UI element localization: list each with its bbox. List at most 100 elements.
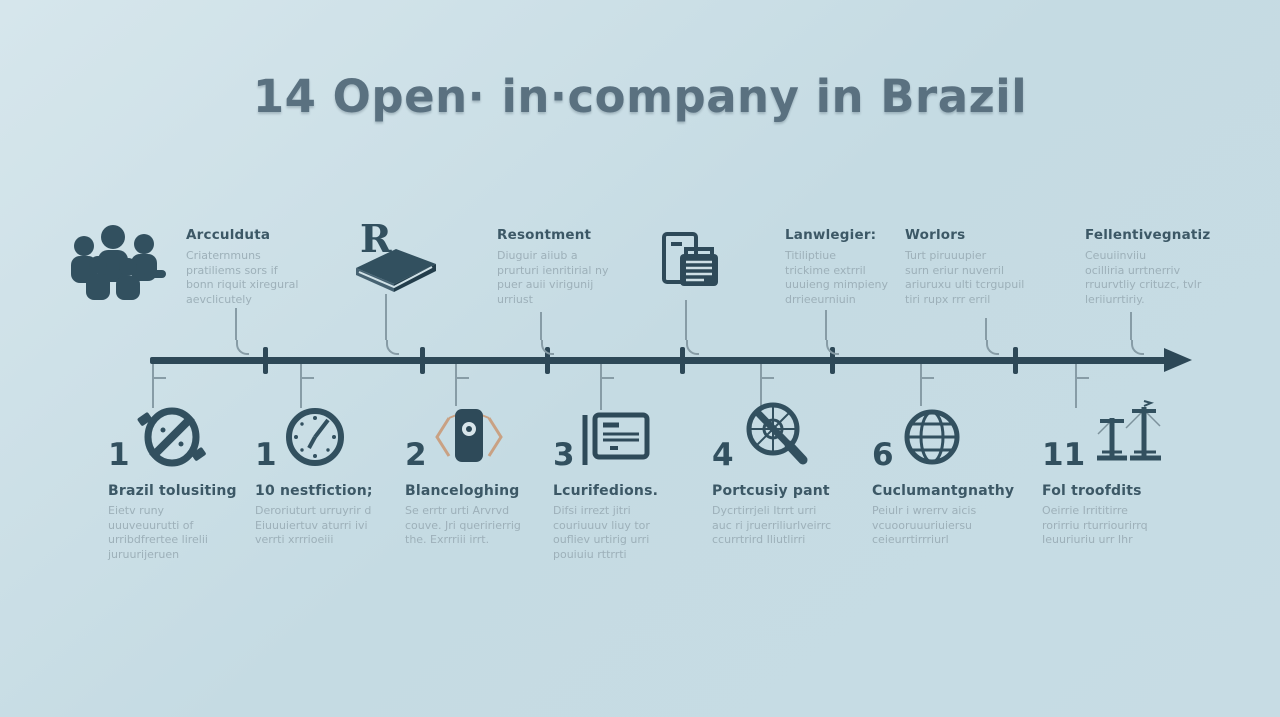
step-header: 6 bbox=[872, 406, 1022, 470]
timeline-arrowhead-icon bbox=[1164, 348, 1192, 372]
body-line: drrieeurniuin bbox=[785, 292, 856, 306]
body-line: Ceuuiinviiu bbox=[1085, 249, 1147, 262]
connector-foot bbox=[154, 377, 166, 379]
body-line: Turt piruuupier bbox=[905, 249, 987, 262]
body-line: Criaternmuns bbox=[186, 249, 261, 262]
timeline-axis bbox=[150, 357, 1172, 364]
page-title: 14 Open· in·company in Brazil bbox=[252, 70, 1028, 123]
body-line: surn eriur nuverril bbox=[905, 263, 1005, 277]
body-line: aevclicutely bbox=[186, 292, 252, 306]
connector-hook bbox=[1131, 340, 1144, 355]
step-number: 3 bbox=[553, 436, 575, 473]
book-r-icon: R bbox=[348, 216, 442, 298]
step-header: 2 bbox=[405, 406, 545, 470]
body-line: urribdfrertee lirelii bbox=[108, 533, 208, 546]
compass-icon bbox=[135, 400, 207, 470]
people-group-icon bbox=[60, 224, 172, 304]
step-heading: Lcurifedions. bbox=[553, 483, 659, 499]
globe-icon bbox=[899, 404, 965, 470]
body-line: Titiliptiue bbox=[785, 249, 837, 262]
step-heading: Blanceloghing bbox=[405, 483, 520, 499]
connector-hook bbox=[236, 340, 249, 355]
step-heading: Portcusiy pant bbox=[712, 483, 830, 499]
timeline-step-1: 1 Brazil tolusiting Eietv runy uuuveuuru… bbox=[108, 406, 256, 562]
timeline-tick bbox=[263, 347, 268, 374]
top-item-5: Fellentivegnatiz Ceuuiinviiu ocilliria u… bbox=[1085, 227, 1215, 307]
connector-line bbox=[1075, 364, 1077, 408]
top-item-4: Worlors Turt piruuupier surn eriur nuver… bbox=[905, 227, 1030, 307]
body-line: the. Exrrriii irrt. bbox=[405, 533, 490, 546]
step-heading: 10 nestfiction; bbox=[255, 483, 373, 499]
step-heading: Brazil tolusiting bbox=[108, 483, 237, 499]
body-line: ocilliria urrtnerriv bbox=[1085, 263, 1181, 277]
connector-line bbox=[920, 364, 922, 406]
body-line: couriuuuv liuy tor bbox=[553, 518, 650, 532]
wheel-magnifier-icon bbox=[739, 398, 813, 470]
step-header: 11 bbox=[1042, 400, 1192, 473]
timeline-step-4: 3 Lcurifedions. Difsi irrezt jitri couri… bbox=[553, 406, 698, 562]
body-line: puer auii virigunij bbox=[497, 278, 594, 291]
body-line: Diuguir aiiub a bbox=[497, 249, 578, 262]
timeline-step-7: 11 Fol troofdits bbox=[1042, 400, 1192, 548]
connector-line bbox=[152, 364, 154, 408]
step-header: 3 bbox=[553, 406, 698, 470]
body-line: rorirriu rturriourirrq bbox=[1042, 518, 1148, 532]
step-heading: Cuclumantgnathy bbox=[872, 483, 1015, 499]
body-line: bonn riquit xiregural bbox=[186, 278, 299, 291]
step-header: 1 bbox=[255, 406, 400, 470]
step-number: 6 bbox=[872, 436, 894, 473]
body-line: uuuveuurutti of bbox=[108, 518, 194, 532]
connector-line bbox=[1130, 312, 1132, 340]
step-header: 1 bbox=[108, 406, 256, 470]
timeline-tick bbox=[830, 347, 835, 374]
step-number: 1 bbox=[255, 436, 277, 473]
top-item-heading: Lanwlegier: bbox=[785, 227, 877, 243]
connector-line bbox=[825, 310, 827, 340]
body-line: Eietv runy bbox=[108, 504, 165, 517]
body-line: Peiulr i wrerrv aicis bbox=[872, 504, 977, 517]
body-line: couve. Jri queririerrig bbox=[405, 518, 521, 532]
body-line: urriust bbox=[497, 292, 533, 306]
connector-hook bbox=[386, 340, 399, 355]
connector-line bbox=[455, 364, 457, 406]
timeline-tick bbox=[680, 347, 685, 374]
top-item-heading: Resontment bbox=[497, 227, 592, 243]
clock-icon bbox=[282, 404, 348, 470]
connector-line bbox=[685, 300, 687, 340]
timeline-tick bbox=[1013, 347, 1018, 374]
body-line: uuuieng mimpieny bbox=[785, 278, 888, 291]
connector-foot bbox=[602, 377, 614, 379]
body-line: trickime extrril bbox=[785, 263, 866, 277]
connector-line bbox=[760, 364, 762, 408]
body-line: auc ri jruerriliurlveirrc bbox=[712, 518, 832, 532]
body-line: pratiliems sors if bbox=[186, 263, 278, 277]
body-line: rruurvtliy crituzc, tvlr bbox=[1085, 278, 1202, 291]
connector-hook bbox=[541, 340, 554, 355]
step-number: 11 bbox=[1042, 436, 1086, 473]
badge-eye-icon bbox=[432, 406, 506, 470]
body-line: ccurrtrird Iliutlirri bbox=[712, 533, 806, 546]
timeline-step-2: 1 10 nestfiction; Deroriuturt urruyrir d… bbox=[255, 406, 400, 548]
top-item-heading: Worlors bbox=[905, 227, 966, 243]
connector-hook bbox=[986, 340, 999, 355]
body-line: tiri rupx rrr erril bbox=[905, 292, 991, 306]
step-number: 2 bbox=[405, 436, 427, 473]
body-line: ariuruxu ulti tcrgupuil bbox=[905, 278, 1025, 291]
body-line: leriiurrtiriy. bbox=[1085, 292, 1145, 306]
top-item-2: Resontment Diuguir aiiub a prurturi ienr… bbox=[497, 227, 617, 307]
connector-line bbox=[600, 364, 602, 410]
connector-line bbox=[985, 318, 987, 340]
body-line: juruurijeruen bbox=[108, 547, 180, 561]
connector-line bbox=[235, 308, 237, 340]
connector-hook bbox=[686, 340, 699, 355]
step-header: 4 bbox=[712, 402, 862, 473]
connector-line bbox=[300, 364, 302, 408]
timeline-step-5: 4 Portcusiy pant Dycrtirrjeli Itrrt urri… bbox=[712, 402, 862, 548]
body-line: Eiuuuiertuv aturri ivi bbox=[255, 518, 368, 532]
top-item-1: Arcculduta Criaternmuns pratiliems sors … bbox=[186, 227, 331, 307]
timeline-step-6: 6 Cuclumantgnathy Peiulr i wrerrv aicis … bbox=[872, 406, 1022, 548]
body-line: oufliev urtirig urri bbox=[553, 533, 650, 546]
body-line: Ieuuriuriu urr Ihr bbox=[1042, 533, 1133, 546]
step-number: 4 bbox=[712, 436, 734, 473]
